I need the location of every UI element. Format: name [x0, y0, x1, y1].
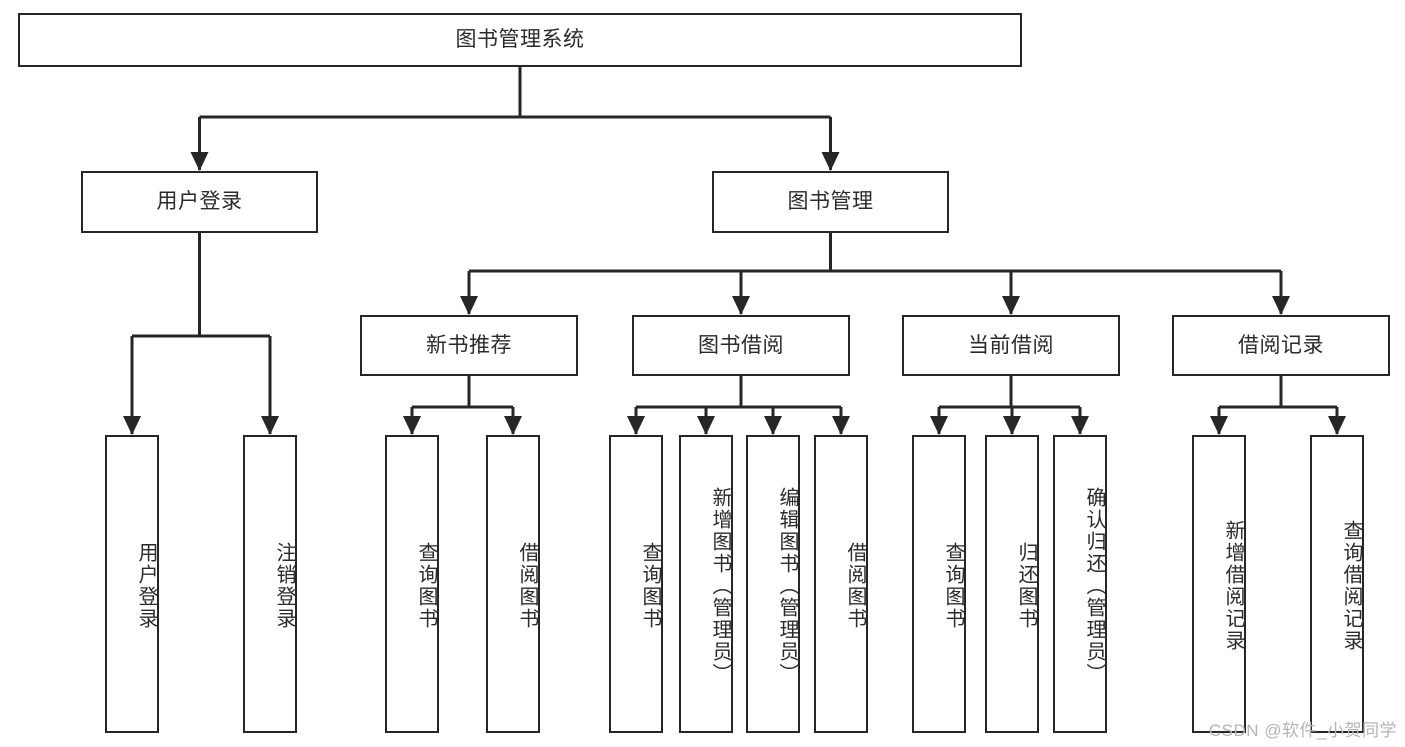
node-book-borrow[interactable]: 图书借阅 — [632, 315, 850, 376]
node-label: 借阅图书 — [844, 542, 866, 630]
node-root[interactable]: 图书管理系统 — [18, 13, 1022, 67]
arrowhead — [627, 416, 645, 435]
arrowhead — [1272, 296, 1290, 315]
arrowhead — [403, 416, 421, 435]
node-label: 借阅图书 — [516, 542, 538, 630]
node-new-book-rec[interactable]: 新书推荐 — [360, 315, 578, 376]
arrowhead — [1328, 416, 1346, 435]
node-current-borrow[interactable]: 当前借阅 — [902, 315, 1120, 376]
arrowhead — [504, 416, 522, 435]
node-label: 编辑图书（管理员） — [776, 487, 798, 685]
arrowhead — [460, 296, 478, 315]
arrowhead — [1002, 296, 1020, 315]
arrowhead — [832, 416, 850, 435]
node-label: 归还图书 — [1015, 542, 1037, 630]
node-label: 查询图书 — [639, 542, 661, 630]
node-leaf-user-login[interactable]: 用户登录 — [105, 435, 159, 733]
node-label: 图书管理 — [787, 190, 874, 214]
node-leaf-borrow-book-2[interactable]: 借阅图书 — [814, 435, 868, 733]
node-label: 借阅记录 — [1238, 333, 1324, 357]
node-label: 查询借阅记录 — [1340, 520, 1362, 652]
node-leaf-logout[interactable]: 注销登录 — [243, 435, 297, 733]
node-leaf-confirm-ret[interactable]: 确认归还（管理员） — [1053, 435, 1107, 733]
node-leaf-query-book-1[interactable]: 查询图书 — [385, 435, 439, 733]
node-label: 用户登录 — [135, 542, 157, 630]
node-label: 新增借阅记录 — [1222, 520, 1244, 652]
node-user-login[interactable]: 用户登录 — [81, 171, 318, 233]
arrowhead — [764, 416, 782, 435]
arrowhead — [697, 416, 715, 435]
node-label: 确认归还（管理员） — [1083, 487, 1105, 685]
node-leaf-edit-book[interactable]: 编辑图书（管理员） — [746, 435, 800, 733]
node-label: 图书借阅 — [698, 333, 784, 357]
node-label: 查询图书 — [942, 542, 964, 630]
node-label: 当前借阅 — [968, 333, 1054, 357]
node-label: 图书管理系统 — [455, 28, 585, 52]
arrowhead — [1003, 416, 1021, 435]
arrowhead — [1210, 416, 1228, 435]
node-book-manage[interactable]: 图书管理 — [712, 171, 949, 233]
node-leaf-borrow-book-1[interactable]: 借阅图书 — [486, 435, 540, 733]
node-leaf-query-book-3[interactable]: 查询图书 — [912, 435, 966, 733]
node-borrow-record[interactable]: 借阅记录 — [1172, 315, 1390, 376]
node-label: 注销登录 — [273, 542, 295, 630]
node-leaf-return-book[interactable]: 归还图书 — [985, 435, 1039, 733]
arrowhead — [123, 416, 141, 435]
arrowhead — [732, 296, 750, 315]
node-label: 用户登录 — [156, 190, 243, 214]
arrowhead — [261, 416, 279, 435]
node-leaf-add-record[interactable]: 新增借阅记录 — [1192, 435, 1246, 733]
node-leaf-query-book-2[interactable]: 查询图书 — [609, 435, 663, 733]
arrowhead — [1071, 416, 1089, 435]
node-label: 查询图书 — [415, 542, 437, 630]
node-label: 新增图书（管理员） — [709, 487, 731, 685]
arrowhead — [190, 152, 209, 171]
node-label: 新书推荐 — [426, 333, 512, 357]
watermark: CSDN @软件_小贺同学 — [1208, 721, 1397, 740]
arrowhead — [821, 152, 840, 171]
node-leaf-add-book[interactable]: 新增图书（管理员） — [679, 435, 733, 733]
node-leaf-query-record[interactable]: 查询借阅记录 — [1310, 435, 1364, 733]
arrowhead — [930, 416, 948, 435]
